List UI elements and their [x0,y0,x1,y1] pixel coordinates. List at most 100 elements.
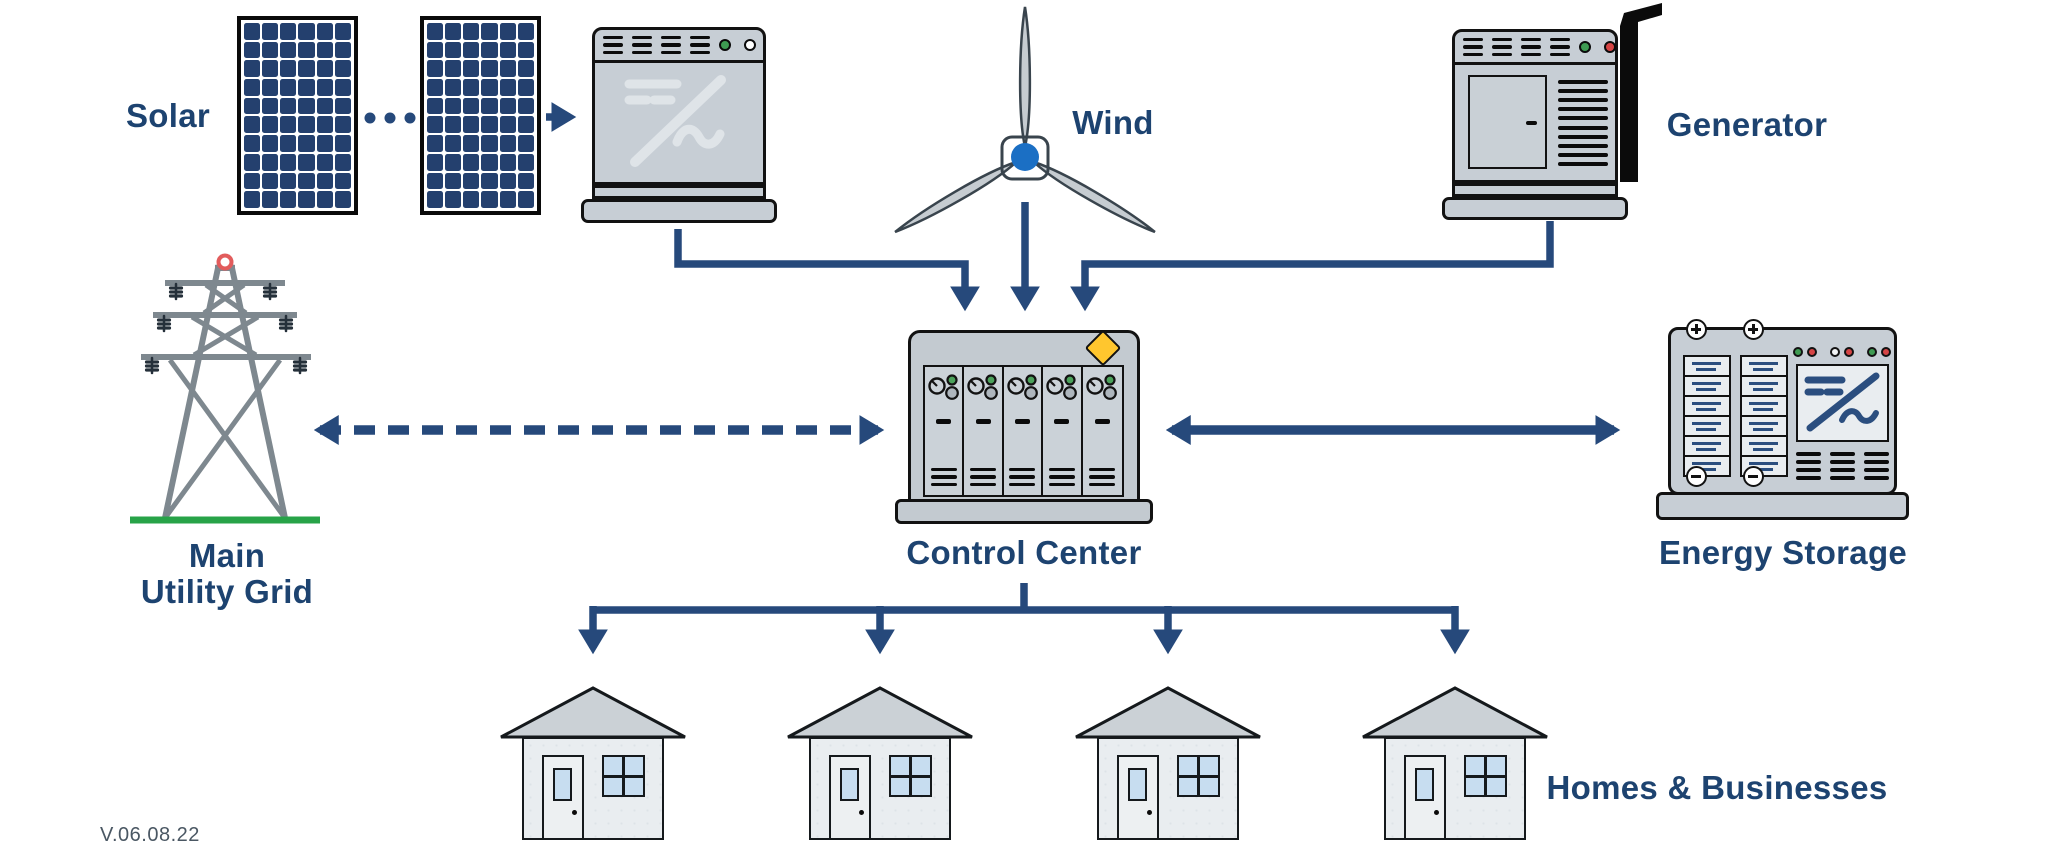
solar-cell [445,191,462,208]
solar-cell [463,60,480,78]
solar-cell [298,191,315,208]
battery-cell [1742,457,1786,475]
house-icon [498,685,688,840]
battery-cell [1742,377,1786,397]
house-icon [1073,685,1263,840]
vent-bar [690,50,710,55]
door-knob [859,810,865,815]
solar-cell [427,23,444,40]
solar-label: Solar [125,97,211,134]
solar-cell [280,116,297,134]
house-window [602,755,645,797]
vent-bar [1558,98,1608,103]
vent-bar [1796,460,1821,464]
house-door [829,755,872,840]
vent-bar [1558,89,1608,94]
vent-bar [1558,161,1608,166]
solar-cell [334,97,351,115]
solar-cell [463,79,480,96]
house-roof [787,686,974,739]
green-indicator-lamp [1867,347,1877,357]
vent-bar [603,43,623,47]
vent-bar [1550,37,1570,42]
house-door [542,755,584,840]
solar-cell [517,41,534,59]
wind-turbine-icon [894,6,1156,234]
solar-cell [517,97,534,115]
solar-cell [427,97,444,115]
house-roof [500,686,686,739]
control-to-homes-trunk [593,583,1455,614]
solar-cell [262,172,279,190]
solar-cell [280,41,297,59]
solar-cell [280,153,297,171]
vent-bar [1558,125,1608,130]
green-indicator-lamp [1579,41,1591,53]
door-handle [1526,121,1537,125]
solar-cell [316,60,333,78]
battery-cell [1742,437,1786,457]
plus-terminal-icon [1686,319,1707,340]
vent-bar [1558,107,1608,112]
solar-cell [262,153,279,171]
vent-bar [1864,468,1889,472]
main-utility-grid-label: Main Utility Grid [141,538,313,610]
solar-cell [445,79,462,96]
solar-cell [463,116,480,134]
turbine-hub [1011,143,1039,171]
red-indicator-lamp [1604,41,1616,53]
solar-cell [427,116,444,134]
solar-cell [298,135,315,152]
exhaust-pipe-icon [1620,3,1662,182]
solar-cell [262,191,279,208]
vent-bar [1796,476,1821,480]
solar-cell [280,79,297,96]
solar-cell [334,23,351,40]
solar-cell [244,23,261,40]
solar-cell [517,135,534,152]
solar-cell [316,97,333,115]
solar-cell [280,135,297,152]
battery-cell [1742,397,1786,417]
insulator-icon [168,282,184,301]
solar-cell [244,172,261,190]
vent-bar [1796,468,1821,472]
module-vents [1048,467,1075,486]
generator-strip [1452,183,1618,197]
house-window [1463,755,1507,797]
vent-bar [1521,45,1541,49]
vent-bar [1550,52,1570,57]
white-indicator-lamp [1830,347,1840,357]
solar-cell [298,116,315,134]
insulator-icon [262,282,278,301]
generator-to-control-arrow [1070,221,1554,312]
house-window [889,755,933,797]
vent-bar [1830,476,1855,480]
house-roof [1074,686,1261,739]
solar-cell [316,191,333,208]
solar-cell [316,23,333,40]
solar-cell [499,60,516,78]
storage-indicator-lights [1793,347,1891,357]
wind-label: Wind [1072,104,1154,141]
control-module [925,367,965,495]
door-knob [1146,810,1152,815]
vent-bar [1864,476,1889,480]
gauge-dial-icon [1085,374,1117,400]
solar-cell [445,116,462,134]
energy-storage-icon [1668,319,1897,495]
insulator-icon [292,356,308,375]
solar-cell [517,191,534,208]
solar-cell [298,23,315,40]
door-window [1127,768,1147,801]
main-utility-grid-label-line1: Main [188,537,266,574]
solar-cell [517,116,534,134]
module-vents [1009,467,1036,486]
vent-bar [690,35,710,40]
solar-cell [445,23,462,40]
solar-cell [427,60,444,78]
gauge-dial-icon [1007,374,1038,400]
solar-cell [517,60,534,78]
vent-bar [1550,45,1570,49]
